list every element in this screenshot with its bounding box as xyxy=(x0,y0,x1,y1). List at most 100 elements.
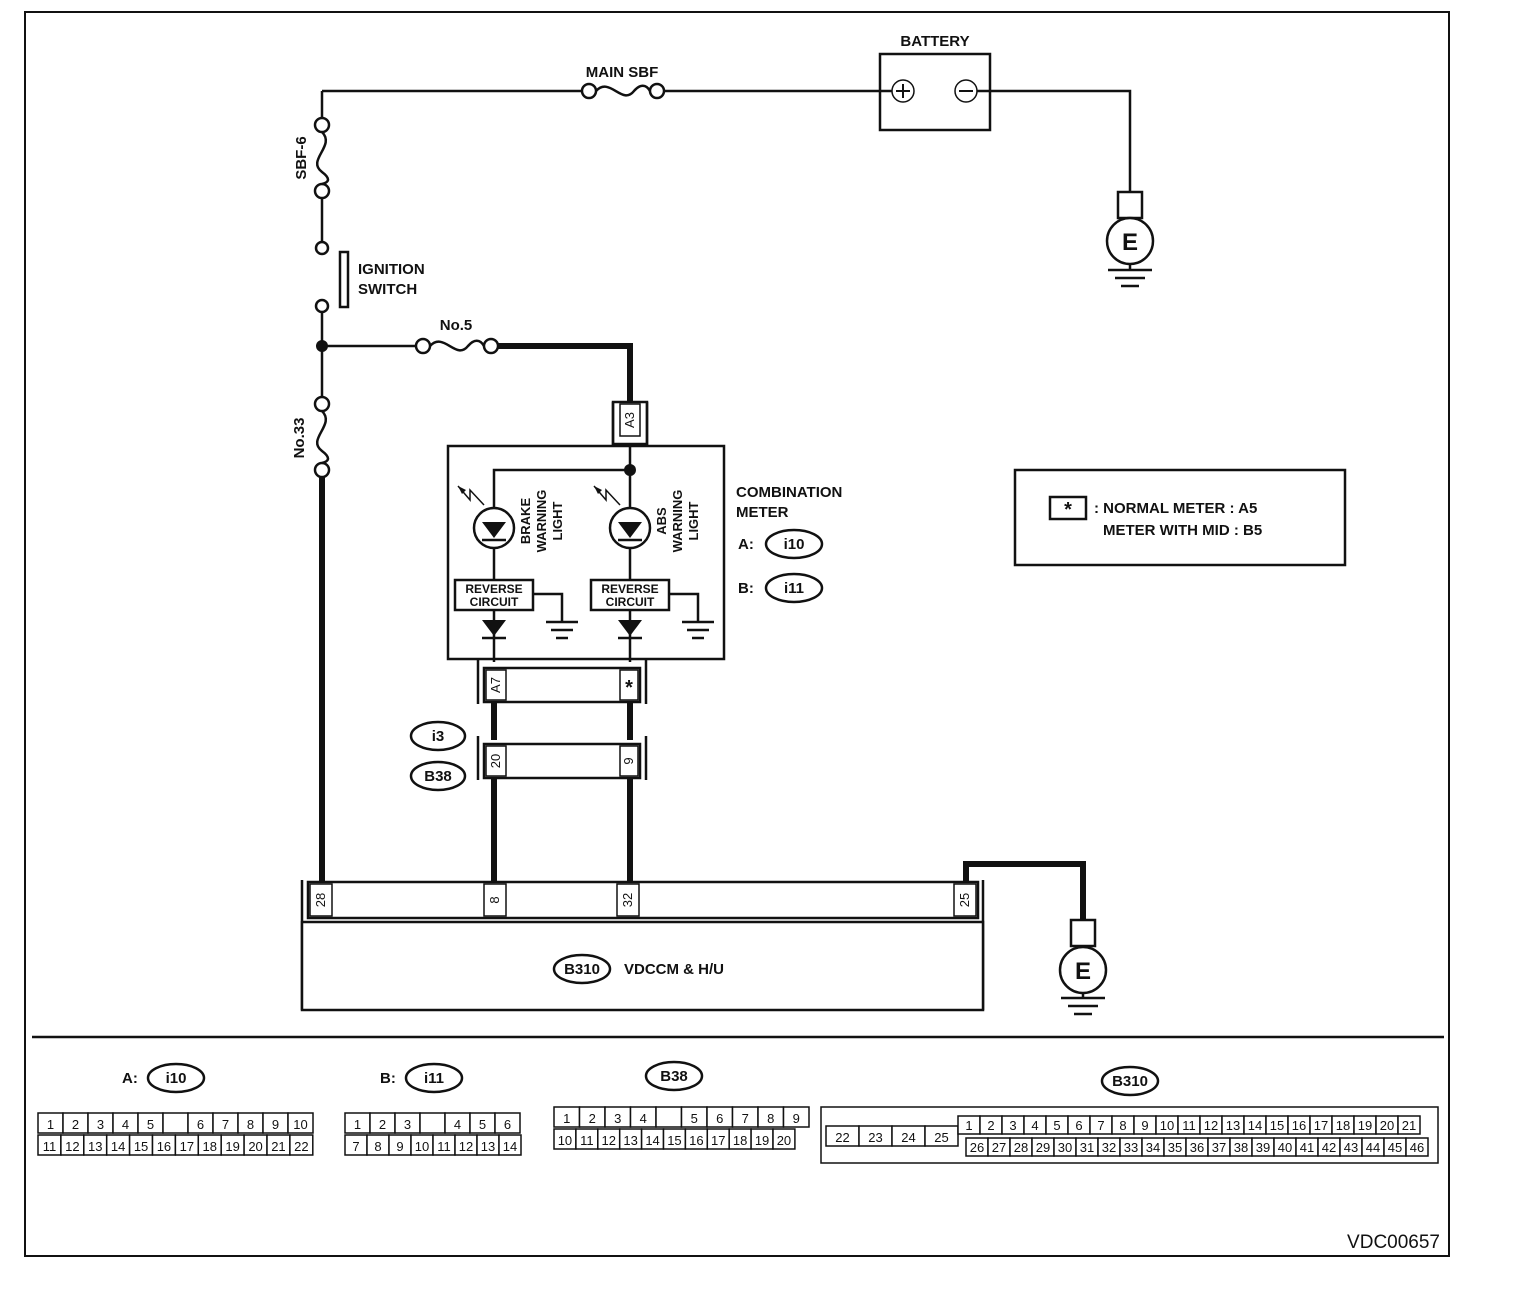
conn-a-pin-label: 3 xyxy=(97,1117,104,1132)
conn-b310-pin-label: 2 xyxy=(987,1118,994,1133)
svg-text:REVERSE: REVERSE xyxy=(465,582,522,596)
conn-b310-pin-label: 1 xyxy=(965,1118,972,1133)
conn-a-prefix: A: xyxy=(122,1070,138,1087)
brake-light-label-3: LIGHT xyxy=(550,501,565,540)
conn-b310-pin-label: 46 xyxy=(1410,1140,1424,1155)
vdc-pin-8: 8 xyxy=(487,896,502,903)
conn-b310-pin-label: 7 xyxy=(1097,1118,1104,1133)
conn-b38-pin-label: 4 xyxy=(640,1111,647,1126)
conn-b310-cell xyxy=(1405,1137,1429,1157)
ignition-label-1: IGNITION xyxy=(358,261,425,278)
fuse-no5-label: No.5 xyxy=(440,317,473,334)
conn-a-pin-label: 13 xyxy=(88,1139,102,1154)
battery-label: BATTERY xyxy=(900,33,969,50)
abs-light-label-2: WARNING xyxy=(670,490,685,553)
conn-b310-pin-label: 27 xyxy=(992,1140,1006,1155)
conn-b38-pin-label: 10 xyxy=(558,1133,572,1148)
vdc-pin-32: 32 xyxy=(620,893,635,907)
conn-b310-pin-label: 6 xyxy=(1075,1118,1082,1133)
main-sbf-label: MAIN SBF xyxy=(586,64,659,81)
joint-connector: i3 B38 20 9 xyxy=(409,720,648,792)
meter-label-1: COMBINATION xyxy=(736,484,842,501)
conn-b-cell xyxy=(494,1112,521,1134)
conn-b310-pin-label: 34 xyxy=(1146,1140,1160,1155)
conn-b38-pin-label: 5 xyxy=(691,1111,698,1126)
meter-conn-a: i10 xyxy=(784,536,805,553)
pin-star: * xyxy=(625,677,633,699)
main-sbf-fuse: MAIN SBF xyxy=(580,64,666,100)
conn-b38-pin-label: 19 xyxy=(755,1133,769,1148)
conn-b310-pin-label: 41 xyxy=(1300,1140,1314,1155)
diagram-id: VDC00657 xyxy=(1347,1232,1440,1253)
conn-b310-pin-label: 25 xyxy=(934,1130,948,1145)
abs-light-label-3: LIGHT xyxy=(686,501,701,540)
conn-a-name: i10 xyxy=(166,1070,187,1087)
meter-conn-b: i11 xyxy=(784,580,804,597)
vdc-module: 28 8 32 25 B310 VDCCM & H/U xyxy=(300,880,985,1012)
conn-b310-pin-label: 13 xyxy=(1226,1118,1240,1133)
conn-b-pin-label: 4 xyxy=(454,1117,461,1132)
conn-b38-pin-label: 9 xyxy=(793,1111,800,1126)
conn-a-pin-label: 8 xyxy=(247,1117,254,1132)
svg-text:REVERSE: REVERSE xyxy=(601,582,658,596)
fuse-no33: No.33 xyxy=(291,395,331,479)
conn-a-pin-label: 22 xyxy=(294,1139,308,1154)
conn-b310-pin-label: 10 xyxy=(1160,1118,1174,1133)
conn-b310-pin-label: 5 xyxy=(1053,1118,1060,1133)
conn-b-pin-label: 6 xyxy=(504,1117,511,1132)
fuse-no5: No.5 xyxy=(414,317,500,355)
conn-a-pin-label: 11 xyxy=(43,1139,57,1154)
ground-e-bottom: E xyxy=(1058,918,1108,1016)
conn-a-cell xyxy=(162,1112,189,1134)
conn-b310-pin-label: 16 xyxy=(1292,1118,1306,1133)
conn-b310-pin-label: 12 xyxy=(1204,1118,1218,1133)
conn-b38-pin-label: 16 xyxy=(689,1133,703,1148)
ground-e-bottom-symbol: E xyxy=(1075,958,1091,985)
conn-b310-pin-label: 32 xyxy=(1102,1140,1116,1155)
conn-b38-cell xyxy=(772,1128,796,1150)
conn-b38-pin-label: 8 xyxy=(767,1111,774,1126)
svg-text:CIRCUIT: CIRCUIT xyxy=(606,595,655,609)
conn-b310-pin-label: 42 xyxy=(1322,1140,1336,1155)
brake-light-label-1: BRAKE xyxy=(518,498,533,545)
conn-b38-pin-label: 12 xyxy=(602,1133,616,1148)
conn-b-pin-label: 7 xyxy=(352,1139,359,1154)
conn-b310-pin-label: 33 xyxy=(1124,1140,1138,1155)
conn-b-pin-label: 13 xyxy=(481,1139,495,1154)
meter-conn-b-prefix: B: xyxy=(738,580,754,597)
conn-a-pin-label: 20 xyxy=(248,1139,262,1154)
conn-b38-pin-label: 2 xyxy=(589,1111,596,1126)
conn-b38-pin-label: 3 xyxy=(614,1111,621,1126)
conn-b38-name: B38 xyxy=(660,1068,688,1085)
conn-a-cell xyxy=(289,1134,314,1156)
ignition-switch: IGNITION SWITCH xyxy=(314,240,425,314)
conn-b310-pin-label: 18 xyxy=(1336,1118,1350,1133)
conn-b-pin-label: 8 xyxy=(374,1139,381,1154)
conn-b-pin-label: 9 xyxy=(396,1139,403,1154)
conn-b310-pin-label: 11 xyxy=(1182,1118,1196,1133)
conn-b38-pin-label: 15 xyxy=(667,1133,681,1148)
conn-b-pin-label: 2 xyxy=(379,1117,386,1132)
abs-light-label-1: ABS xyxy=(654,507,669,535)
conn-a-pin-label: 9 xyxy=(272,1117,279,1132)
conn-a-pin-label: 16 xyxy=(157,1139,171,1154)
vdc-label: VDCCM & H/U xyxy=(624,961,724,978)
vdc-pin-25: 25 xyxy=(957,893,972,907)
conn-b310-pin-label: 22 xyxy=(835,1130,849,1145)
reverse-circuit-brake: REVERSE CIRCUIT xyxy=(453,578,578,648)
conn-b310-cell xyxy=(924,1125,959,1147)
conn-b-pin-label: 5 xyxy=(479,1117,486,1132)
conn-b310-pin-label: 40 xyxy=(1278,1140,1292,1155)
note-line-1: : NORMAL METER : A5 xyxy=(1094,500,1257,517)
sbf-6-fuse: SBF-6 xyxy=(293,116,331,200)
conn-b310-pin-label: 23 xyxy=(868,1130,882,1145)
conn-b310-pin-label: 28 xyxy=(1014,1140,1028,1155)
conn-b-cell xyxy=(419,1112,446,1134)
conn-a-cell xyxy=(287,1112,314,1134)
ignition-label-2: SWITCH xyxy=(358,281,417,298)
ground-e-top-symbol: E xyxy=(1122,229,1138,256)
conn-b38-pin-label: 14 xyxy=(645,1133,659,1148)
conn-b38-pin-label: 20 xyxy=(777,1133,791,1148)
